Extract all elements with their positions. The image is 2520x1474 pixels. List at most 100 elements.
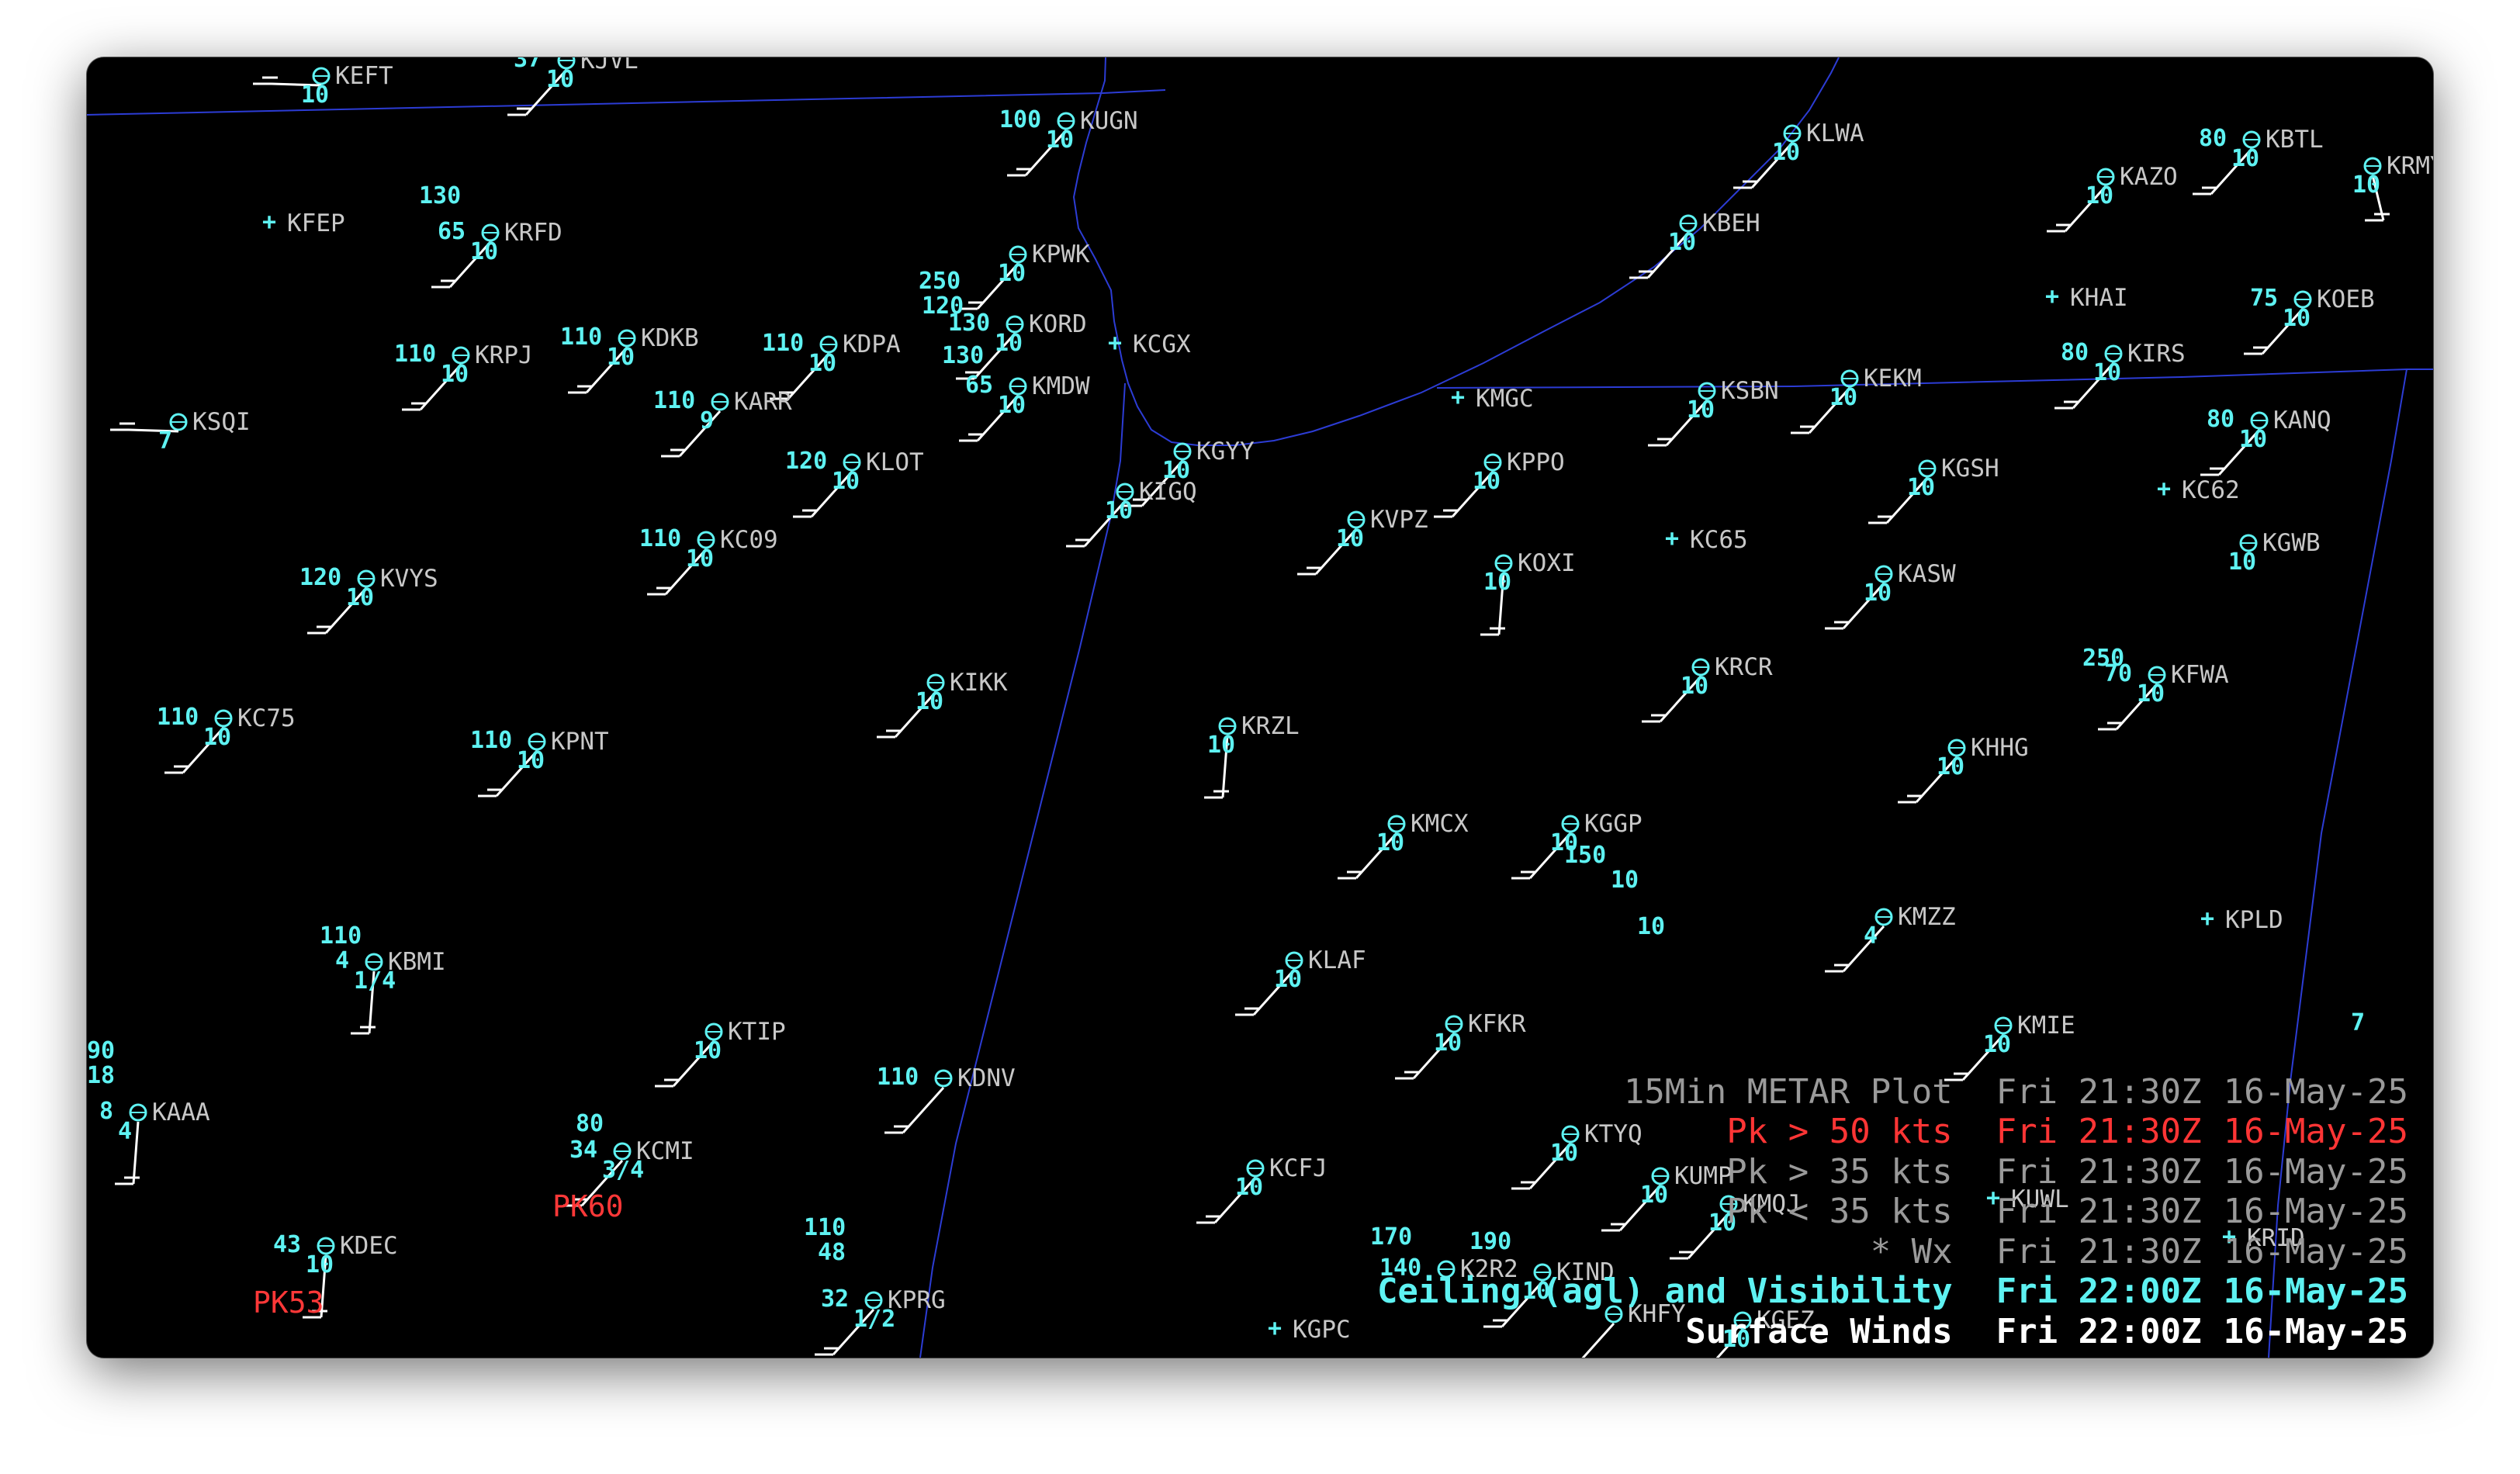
station-id: KDNV (957, 1064, 1016, 1092)
wind-barb-icon (1581, 1322, 1615, 1358)
visibility-value: 10 (1105, 497, 1133, 524)
wind-barb-icon (2054, 362, 2115, 410)
station-khfy[interactable]: KHFY (1555, 1300, 1686, 1358)
wind-barb-icon (1601, 1184, 1662, 1232)
station-id: KTIP (728, 1018, 786, 1046)
station-kc65[interactable]: +KC65 (1665, 525, 1748, 554)
station-kuwl[interactable]: +KUWL (1986, 1185, 2069, 1213)
station-kfep[interactable]: +KFEP (262, 209, 345, 237)
station-khai[interactable]: +KHAI (2045, 283, 2128, 312)
station-krid[interactable]: +KRID (2222, 1223, 2305, 1252)
station-id: KSQI (192, 408, 251, 436)
visibility-value: 10 (1274, 966, 1302, 993)
station-id: KCGX (1133, 330, 1191, 358)
ceiling-value: 110 (639, 525, 681, 552)
station-kcgx[interactable]: +KCGX (1108, 330, 1191, 358)
ceiling-value: 100 (999, 106, 1041, 133)
legend-time: Fri 22:00Z (1996, 1272, 2202, 1311)
legend-date: 16-May-25 (2223, 1192, 2408, 1231)
wind-barb-icon (431, 240, 492, 289)
station-kc62[interactable]: +KC62 (2157, 476, 2240, 504)
ceiling-value: 110 (157, 704, 199, 731)
station-id: KASW (1898, 560, 1956, 588)
station-kpld[interactable]: +KPLD (2200, 905, 2283, 934)
station-kmgc[interactable]: +KMGC (1451, 384, 1534, 413)
station-id: KC75 (237, 704, 296, 732)
legend-label: 15Min METAR Plot (1623, 1071, 1953, 1112)
lake-michigan-south-shore (1198, 57, 1840, 446)
legend-date: 16-May-25 (2223, 1112, 2408, 1151)
metar-value: 250 (2082, 645, 2124, 672)
visibility-value: 10 (1640, 1182, 1668, 1209)
station-krmy[interactable]: KRMY10 (2352, 152, 2433, 222)
visibility-value: 1/2 (853, 1306, 895, 1333)
station-kgpc[interactable]: +KGPC (1268, 1315, 1351, 1344)
station-id: KCMI (636, 1137, 694, 1165)
visibility-value: 10 (1046, 126, 1074, 154)
station-id: KGYY (1196, 438, 1255, 465)
station-id: KBEH (1702, 209, 1760, 237)
